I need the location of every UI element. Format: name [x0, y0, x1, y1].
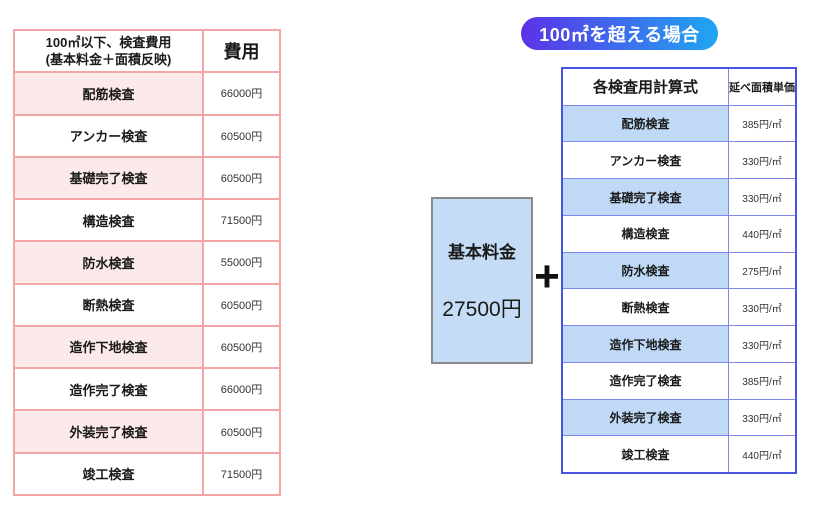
table-row: 配筋検査 385円/㎡ — [563, 104, 795, 142]
unit-price: 330円/㎡ — [742, 340, 782, 352]
table-row: 外装完了検査 60500円 — [15, 409, 279, 452]
inspection-name: 外装完了検査 — [15, 411, 204, 452]
unit-price: 330円/㎡ — [742, 413, 782, 425]
base-fee-amount: 27500円 — [442, 298, 522, 321]
inspection-name: 竣工検査 — [563, 436, 729, 473]
unit-price: 440円/㎡ — [742, 450, 782, 462]
inspection-name: 造作下地検査 — [563, 326, 729, 362]
inspection-fee: 60500円 — [220, 341, 263, 354]
unit-price: 385円/㎡ — [742, 377, 782, 389]
unit-price: 275円/㎡ — [742, 267, 782, 279]
table-row: 造作下地検査 330円/㎡ — [563, 325, 795, 362]
table-row: 断熱検査 60500円 — [15, 282, 279, 325]
unit-price-column-header: 延べ面積単価 — [729, 81, 795, 94]
inspection-name: 断熱検査 — [15, 284, 204, 325]
inspection-fee: 71500円 — [220, 215, 263, 228]
table-header-row: 各検査用計算式 延べ面積単価 — [563, 69, 795, 105]
plus-sign: + — [534, 252, 560, 301]
inspection-name: アンカー検査 — [15, 115, 204, 156]
unit-price: 330円/㎡ — [742, 303, 782, 315]
inspection-fee: 60500円 — [220, 130, 263, 143]
formula-column-header: 各検査用計算式 — [563, 69, 729, 105]
table-row: 基礎完了検査 330円/㎡ — [563, 178, 795, 215]
table-row: 造作完了検査 66000円 — [15, 367, 279, 410]
table-row: 構造検査 71500円 — [15, 198, 279, 241]
table-row: 構造検査 440円/㎡ — [563, 214, 795, 252]
table-row: 竣工検査 440円/㎡ — [563, 435, 795, 473]
inspection-name: 造作完了検査 — [15, 369, 204, 410]
inspection-fee: 60500円 — [220, 426, 263, 439]
inspection-fee: 71500円 — [220, 468, 263, 481]
inspection-name: 竣工検査 — [15, 453, 204, 494]
fee-table-title-cell: 100㎡以下、検査費用 (基本料金＋面積反映) — [15, 31, 204, 72]
inspection-name: 基礎完了検査 — [15, 157, 204, 199]
inspection-name: アンカー検査 — [563, 142, 729, 179]
table-row: 造作完了検査 385円/㎡ — [563, 361, 795, 399]
inspection-name: 防水検査 — [563, 252, 729, 289]
unit-price: 330円/㎡ — [742, 193, 782, 205]
table-row: 竣工検査 71500円 — [15, 451, 279, 494]
table-row: 造作下地検査 60500円 — [15, 324, 279, 368]
over-100sqm-badge: 100㎡を超える場合 — [521, 17, 718, 50]
inspection-name: 配筋検査 — [15, 73, 204, 114]
inspection-name: 基礎完了検査 — [563, 179, 729, 215]
inspection-fee: 66000円 — [220, 88, 263, 101]
under-100sqm-fee-table: 100㎡以下、検査費用 (基本料金＋面積反映) 費用 配筋検査 66000円 ア… — [13, 29, 281, 496]
inspection-name: 外装完了検査 — [563, 399, 729, 436]
table-row: 配筋検査 66000円 — [15, 71, 279, 114]
table-header-row: 100㎡以下、検査費用 (基本料金＋面積反映) 費用 — [15, 31, 279, 72]
inspection-name: 造作下地検査 — [15, 326, 204, 368]
inspection-fee: 66000円 — [220, 384, 263, 397]
inspection-fee: 60500円 — [220, 299, 263, 312]
inspection-name: 配筋検査 — [563, 105, 729, 142]
inspection-name: 防水検査 — [15, 242, 204, 283]
fee-table-title-line2: (基本料金＋面積反映) — [45, 52, 172, 68]
table-row: 防水検査 275円/㎡ — [563, 251, 795, 289]
unit-price: 385円/㎡ — [742, 120, 782, 132]
fee-column-header: 費用 — [223, 42, 260, 63]
inspection-name: 構造検査 — [15, 200, 204, 241]
inspection-fee: 60500円 — [220, 172, 263, 185]
table-row: アンカー検査 330円/㎡ — [563, 141, 795, 179]
table-row: 基礎完了検査 60500円 — [15, 155, 279, 199]
inspection-name: 造作完了検査 — [563, 362, 729, 399]
over-100sqm-rate-table: 各検査用計算式 延べ面積単価 配筋検査 385円/㎡ アンカー検査 330円/㎡… — [561, 67, 797, 474]
inspection-name: 構造検査 — [563, 215, 729, 252]
inspection-name: 断熱検査 — [563, 289, 729, 326]
base-fee-title: 基本料金 — [448, 243, 516, 262]
table-row: 外装完了検査 330円/㎡ — [563, 398, 795, 436]
unit-price: 440円/㎡ — [742, 230, 782, 242]
base-fee-box: 基本料金 27500円 — [431, 197, 533, 364]
table-row: アンカー検査 60500円 — [15, 113, 279, 156]
table-row: 断熱検査 330円/㎡ — [563, 288, 795, 326]
inspection-fee: 55000円 — [220, 257, 263, 270]
table-row: 防水検査 55000円 — [15, 240, 279, 283]
unit-price: 330円/㎡ — [742, 156, 782, 168]
fee-table-title-line1: 100㎡以下、検査費用 — [45, 34, 172, 50]
